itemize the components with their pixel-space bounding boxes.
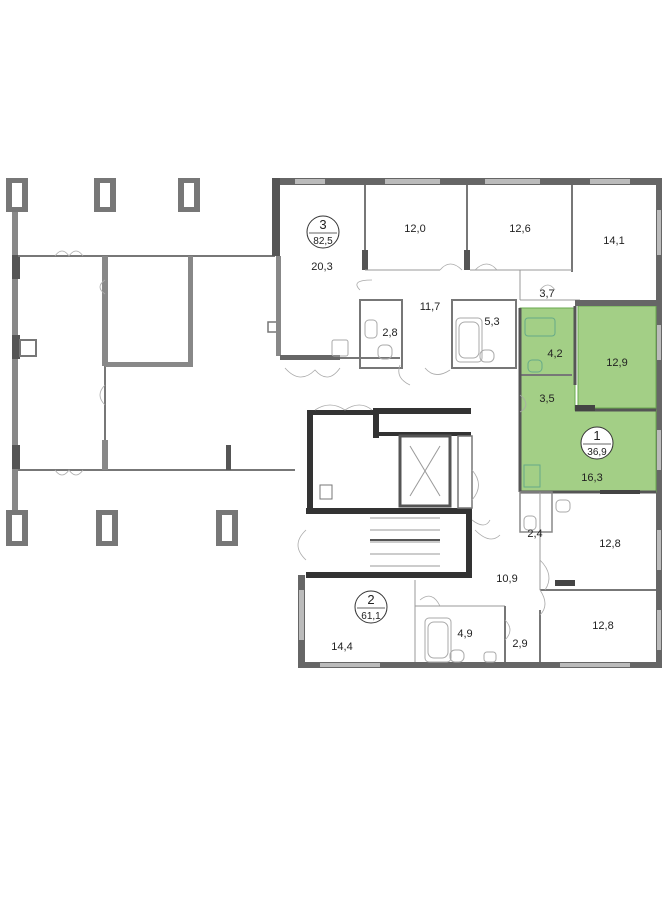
room-label: 4,9 [457, 628, 472, 640]
room-label: 16,3 [581, 472, 602, 484]
room-labels: 20,3 12,0 12,6 14,1 11,7 2,8 5,3 3,7 4,2… [311, 223, 627, 653]
room-label: 12,8 [599, 538, 620, 550]
apartment-2 [414, 491, 656, 663]
room-label: 10,9 [496, 573, 517, 585]
room-label: 14,4 [331, 641, 352, 653]
room-label: 2,8 [382, 327, 397, 339]
core [297, 404, 491, 578]
apartment-3-area: 82,5 [313, 236, 333, 247]
apartment-2-number: 2 [367, 592, 374, 607]
apartment-1 [518, 300, 659, 494]
building-shell [272, 178, 662, 668]
apartment-1-badge: 1 36,9 [580, 426, 614, 460]
room-label: 12,9 [606, 357, 627, 369]
room-label: 2,9 [512, 638, 527, 650]
room-label: 4,2 [547, 348, 562, 360]
apartment-3-number: 3 [319, 217, 326, 232]
apartment-1-area: 36,9 [587, 447, 607, 458]
room-label: 12,8 [592, 620, 613, 632]
apartment-3-badge: 3 82,5 [306, 215, 340, 249]
room-label: 11,7 [420, 301, 441, 313]
room-label: 12,0 [404, 223, 425, 235]
room-label: 2,4 [527, 528, 542, 540]
left-wing [6, 178, 295, 546]
room-label: 20,3 [311, 261, 332, 273]
room-label: 5,3 [484, 316, 499, 328]
room-label: 3,5 [539, 393, 554, 405]
apartment-2-area: 61,1 [361, 611, 381, 622]
apartment-3 [280, 185, 580, 386]
room-label: 3,7 [539, 288, 554, 300]
room-label: 14,1 [603, 235, 624, 247]
room-label: 12,6 [509, 223, 530, 235]
apartment-1-number: 1 [593, 428, 600, 443]
apartment-2-badge: 2 61,1 [354, 590, 388, 624]
